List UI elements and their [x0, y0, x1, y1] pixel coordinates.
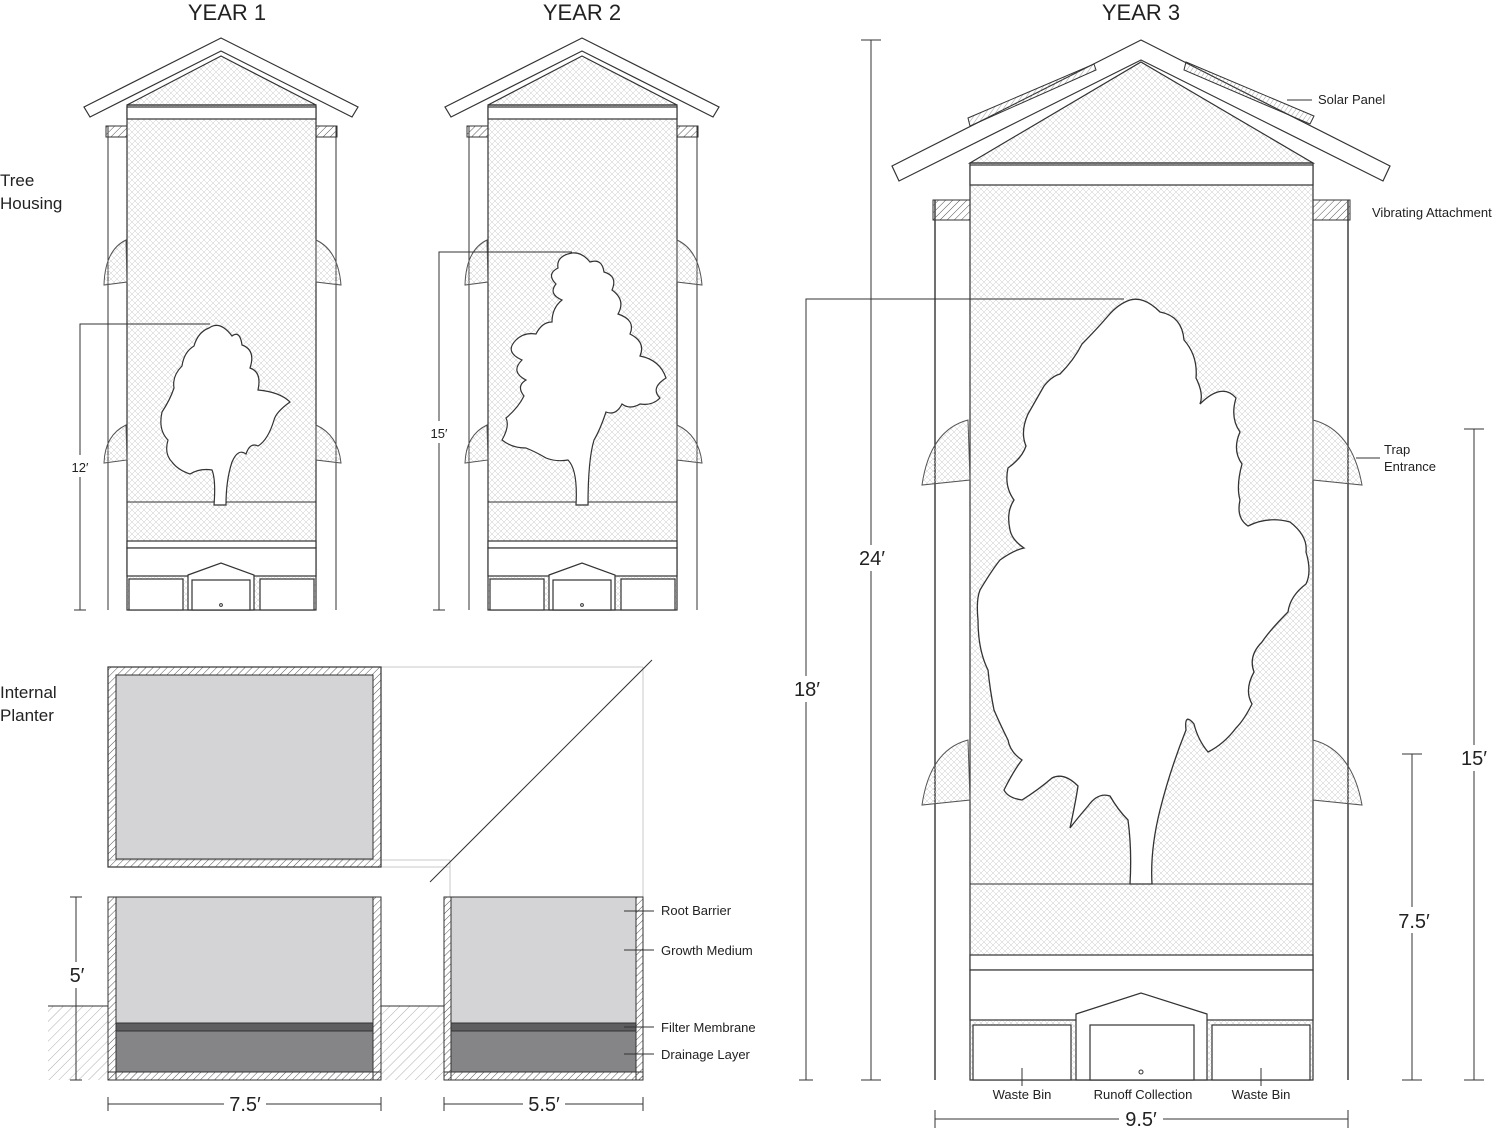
growth-medium-label: Growth Medium — [661, 943, 753, 958]
trap-entrance-label-line1: Trap — [1384, 442, 1410, 457]
vibrating-attachment-label: Vibrating Attachment — [1372, 205, 1492, 220]
waste-bin-left-label: Waste Bin — [993, 1087, 1052, 1102]
waste-bin-right-label: Waste Bin — [1232, 1087, 1291, 1102]
tree-silhouette — [976, 298, 1310, 885]
planter-depth-label: 5′ — [70, 965, 85, 987]
trap-entrance — [921, 419, 971, 486]
year3-callouts: Solar Panel Vibrating Attachment Trap En… — [993, 92, 1492, 1102]
vibrating-attachment — [932, 199, 971, 221]
year2-housing — [444, 37, 720, 611]
drainage-layer-label: Drainage Layer — [661, 1047, 751, 1062]
year1-height-label: 12′ — [72, 460, 89, 475]
waste-bin — [128, 578, 184, 611]
root-barrier-label: Root Barrier — [661, 903, 732, 918]
planter-width-small-label: 5.5′ — [528, 1094, 560, 1116]
trap-entrance-label-line2: Entrance — [1384, 459, 1436, 474]
year1-height-dimension: 12′ — [68, 323, 210, 611]
roof — [83, 37, 359, 118]
year3-housing — [891, 39, 1391, 1081]
internal-planter-label-line1: Internal — [0, 683, 57, 702]
trap-entrance — [103, 239, 128, 286]
housing-height-label: 24′ — [859, 548, 885, 570]
tree-housing-label-line2: Housing — [0, 194, 62, 213]
tree-silhouette — [501, 252, 667, 506]
planter-width-large-label: 7.5′ — [229, 1094, 261, 1116]
filter-membrane — [115, 1022, 374, 1032]
internal-planter-label-line2: Planter — [0, 706, 54, 725]
year3-height-label: 18′ — [794, 679, 820, 701]
year2-height-dimension: 15′ — [426, 251, 572, 611]
tree-silhouette — [160, 324, 291, 506]
tree-housing-label-line1: Tree — [0, 171, 34, 190]
entrance-upper-label: 15′ — [1461, 748, 1487, 770]
year3-dimensions: 18′ 24′ 15′ 7.5′ 9.5′ — [790, 39, 1491, 1131]
year3-header: YEAR 3 — [1102, 0, 1180, 25]
planter-section-small — [443, 896, 644, 1081]
housing-width-label: 9.5′ — [1125, 1109, 1157, 1131]
growth-medium — [115, 896, 374, 1024]
drainage-layer — [115, 1030, 374, 1073]
solar-panel — [1183, 61, 1315, 125]
planter-section-large — [107, 896, 382, 1081]
solar-panel-label: Solar Panel — [1318, 92, 1385, 107]
runoff-collection-label: Runoff Collection — [1094, 1087, 1193, 1102]
year1-housing — [83, 37, 359, 611]
entrance-lower-label: 7.5′ — [1398, 911, 1430, 933]
year2-header: YEAR 2 — [543, 0, 621, 25]
year2-height-label: 15′ — [431, 426, 448, 441]
year1-header: YEAR 1 — [188, 0, 266, 25]
filter-membrane-label: Filter Membrane — [661, 1020, 756, 1035]
internal-planter: Root Barrier Growth Medium Filter Membra… — [48, 659, 756, 1116]
roof — [891, 39, 1391, 182]
vibrating-attachment — [105, 125, 128, 138]
